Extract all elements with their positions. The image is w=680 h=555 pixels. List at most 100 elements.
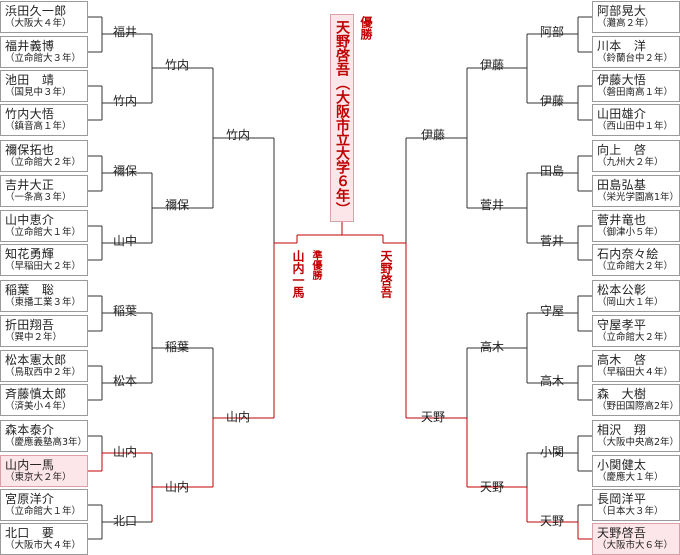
player-school: （国見中３年） (5, 87, 72, 98)
player-box-left: 北口 要 （大阪市大４年） (0, 523, 88, 555)
player-name: 宮原洋介 (5, 492, 55, 506)
round1-winner-left: 松本 (113, 374, 138, 388)
player-name: 竹内大悟 (5, 107, 55, 121)
round1-winner-right: 菅井 (540, 234, 565, 248)
round2-winner-left: 禰保 (165, 198, 190, 212)
player-school: （巽中２年） (5, 332, 63, 343)
player-box-left: 竹内大悟 （鎮音高１年） (0, 104, 88, 136)
player-school: （立命館大２年） (597, 261, 674, 272)
player-school: （早稲田大４年） (597, 367, 674, 378)
player-box-right: 向上 啓 （九州大２年） (592, 140, 680, 172)
player-school: （一条高３年） (5, 192, 72, 203)
player-school: （大阪大４年） (5, 18, 72, 29)
player-name: 森本泰介 (5, 423, 55, 437)
champion-name: 天野啓吾（大阪市立大学６年） (334, 20, 350, 216)
player-box-left: 稲葉 聡 （東播工業３年） (0, 280, 88, 312)
player-box-left: 折田翔吾 （巽中２年） (0, 315, 88, 347)
player-school: （東京大２年） (5, 472, 72, 483)
player-school: （鎮音高１年） (5, 121, 72, 132)
player-box-left: 知花勇輝 （早稲田大２年） (0, 244, 88, 276)
player-school: （慶應義塾高3年） (5, 437, 88, 448)
player-school: （栄光学園高1年） (597, 192, 680, 203)
player-school: （大阪中央高2年） (597, 437, 680, 448)
player-school: （東播工業３年） (5, 297, 82, 308)
player-school: （立命館大３年） (5, 53, 82, 64)
player-box-right: 山田雄介 （西山田中１年） (592, 104, 680, 136)
player-name: 川本 洋 (597, 39, 647, 53)
player-box-left: 森本泰介 （慶應義塾高3年） (0, 420, 88, 452)
player-name: 相沢 翔 (597, 423, 647, 437)
player-name: 長岡洋平 (597, 492, 647, 506)
round1-winner-left: 竹内 (113, 94, 138, 108)
player-box-runner-up: 山内一馬 （東京大２年） (0, 455, 88, 487)
champion-banner (330, 14, 354, 222)
runner-up-name: 山内一馬 (291, 250, 305, 298)
player-school: （鳥取西中２年） (5, 367, 82, 378)
player-box-right: 松本公彰 （岡山大１年） (592, 280, 680, 312)
player-box-left: 吉井大正 （一条高３年） (0, 175, 88, 207)
player-box-champion: 天野啓吾 （大阪市大６年） (592, 523, 680, 555)
player-school: （大阪市大６年） (597, 540, 674, 551)
player-box-left: 松本憲太郎 （鳥取西中２年） (0, 350, 88, 382)
player-school: （御津小５年） (597, 227, 664, 238)
round2-winner-left: 稲葉 (165, 340, 190, 354)
player-box-left: 斉藤慎太郎 （済美小４年） (0, 384, 88, 416)
round2-winner-right: 伊藤 (480, 58, 505, 72)
player-box-right: 川本 洋 （鈴蘭台中２年） (592, 36, 680, 68)
player-name: 守屋孝平 (597, 318, 647, 332)
player-name: 浜田久一郎 (5, 4, 67, 18)
player-name: 北口 要 (5, 526, 55, 540)
player-box-right: 長岡洋平 （日本大３年） (592, 489, 680, 521)
player-name: 斉藤慎太郎 (5, 387, 67, 401)
player-school: （慶應大１年） (597, 472, 664, 483)
round2-winner-left: 山内 (165, 480, 190, 494)
player-name: 阿部晃大 (597, 4, 647, 18)
player-name: 田島弘基 (597, 178, 647, 192)
round1-winner-left: 禰保 (113, 164, 138, 178)
player-school: （立命館大２年） (597, 332, 674, 343)
player-box-left: 禰保拓也 （立命館大２年） (0, 140, 88, 172)
player-box-right: 小関健太 （慶應大１年） (592, 455, 680, 487)
player-school: （灘高２年） (597, 18, 655, 29)
round1-winner-right: 小関 (540, 445, 565, 459)
round3-winner-right: 天野 (421, 410, 446, 424)
player-box-left: 池田 靖 （国見中３年） (0, 70, 88, 102)
player-name: 池田 靖 (5, 73, 55, 87)
player-school: （野田国際高2年） (597, 401, 680, 412)
round1-winner-right: 守屋 (540, 304, 565, 318)
player-name: 菅井竜也 (597, 213, 647, 227)
player-box-right: 相沢 翔 （大阪中央高2年） (592, 420, 680, 452)
round1-winner-right: 阿部 (540, 25, 565, 39)
player-name: 高木 啓 (597, 353, 647, 367)
player-name: 山内一馬 (5, 458, 55, 472)
player-school: （大阪市大４年） (5, 540, 82, 551)
player-name: 山中恵介 (5, 213, 55, 227)
player-name: 向上 啓 (597, 143, 647, 157)
round3-winner-left: 竹内 (226, 128, 251, 142)
player-name: 禰保拓也 (5, 143, 55, 157)
player-box-right: 菅井竜也 （御津小５年） (592, 210, 680, 242)
player-name: 知花勇輝 (5, 247, 55, 261)
player-name: 山田雄介 (597, 107, 647, 121)
player-school: （岡山大１年） (597, 297, 664, 308)
player-school: （西山田中１年） (597, 121, 674, 132)
player-name: 小関健太 (597, 458, 647, 472)
player-school: （日本大３年） (597, 506, 664, 517)
player-name: 石内奈々絵 (597, 247, 659, 261)
player-school: （済美小４年） (5, 401, 72, 412)
player-name: 天野啓吾 (597, 526, 647, 540)
round2-winner-right: 天野 (480, 480, 505, 494)
player-box-right: 田島弘基 （栄光学園高1年） (592, 175, 680, 207)
player-box-right: 石内奈々絵 （立命館大２年） (592, 244, 680, 276)
player-box-right: 森 大樹 （野田国際高2年） (592, 384, 680, 416)
round3-winner-right: 伊藤 (421, 128, 446, 142)
round1-winner-left: 山中 (113, 234, 138, 248)
round1-winner-right: 天野 (540, 514, 565, 528)
player-name: 森 大樹 (597, 387, 647, 401)
round2-winner-right: 高木 (480, 340, 505, 354)
player-box-left: 山中恵介 （立命館大１年） (0, 210, 88, 242)
champion-label: 優勝 (359, 16, 373, 40)
player-box-left: 福井義博 （立命館大３年） (0, 36, 88, 68)
round2-winner-right: 菅井 (480, 198, 505, 212)
